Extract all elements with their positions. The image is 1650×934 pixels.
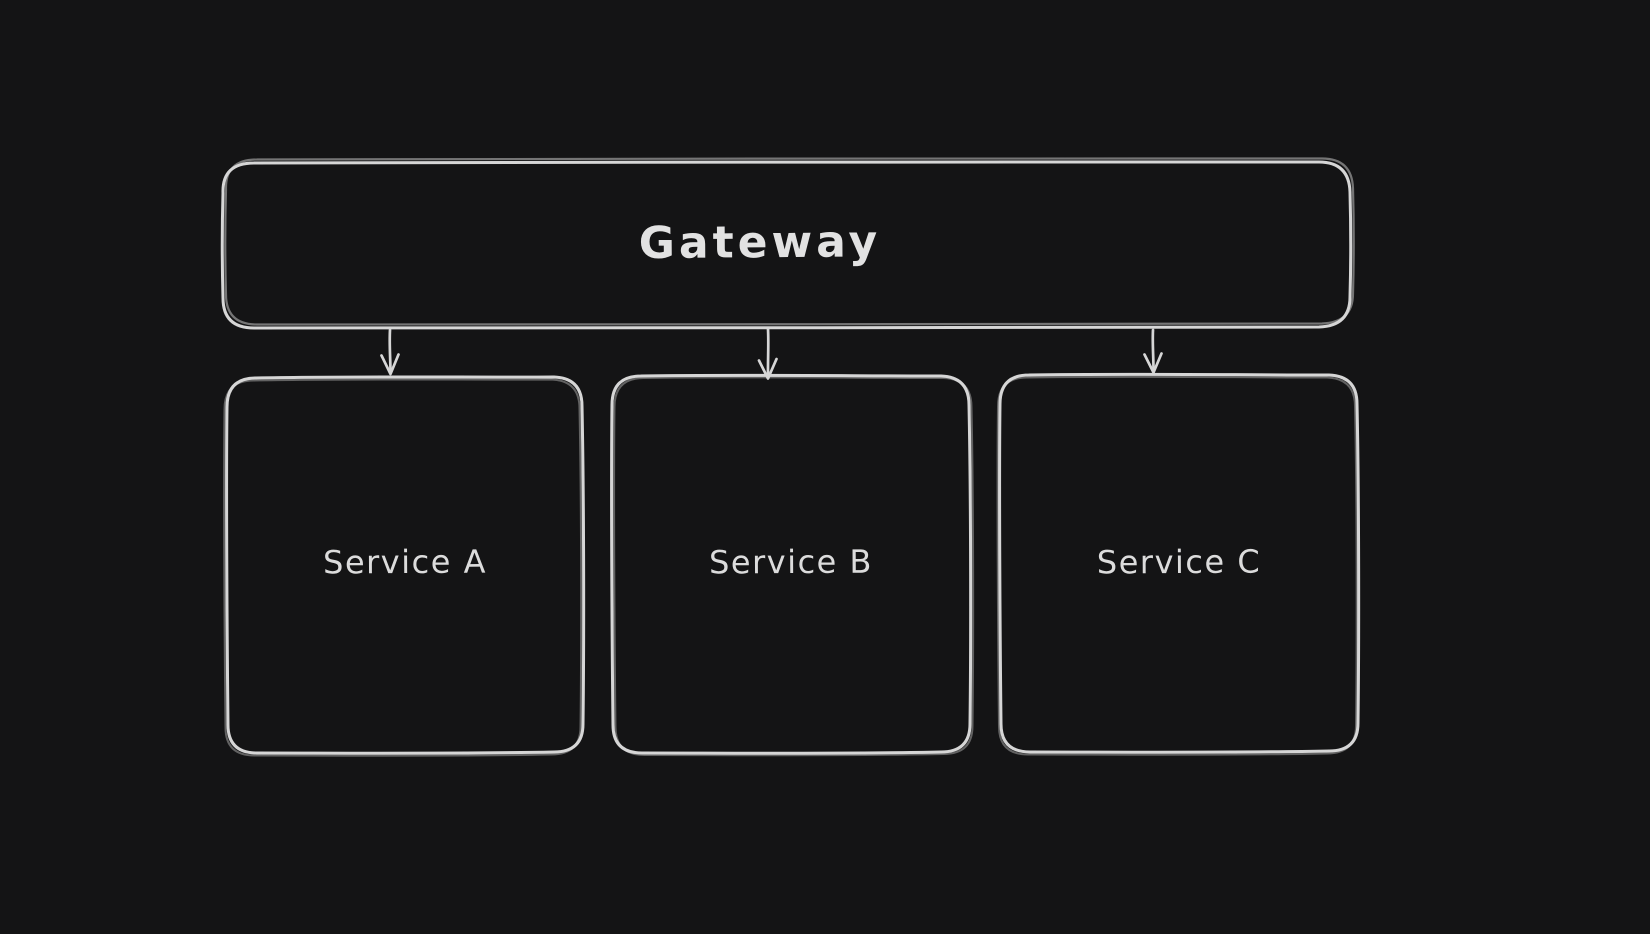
service-c-box-outline [998, 372, 1361, 754]
gateway-box [220, 157, 1356, 330]
arrow-gateway-to-service-c [1143, 328, 1163, 374]
service-a-box-outline [225, 375, 586, 755]
arrow-gateway-to-service-a [380, 328, 400, 376]
service-c-box [996, 372, 1361, 757]
arrow-b-head [757, 357, 778, 380]
service-b-box [610, 373, 975, 757]
service-a-box [222, 375, 586, 758]
arrow-c-shaft [1151, 328, 1155, 371]
service-b-box-overstroke [612, 375, 975, 757]
arrow-a-shaft [388, 328, 392, 373]
gateway-box-overstroke [223, 157, 1356, 326]
arrow-gateway-to-service-b [757, 327, 778, 380]
arrow-c-head [1143, 352, 1163, 374]
service-a-box-overstroke [222, 377, 583, 758]
service-c-box-overstroke [996, 375, 1359, 757]
gateway-box-outline [220, 160, 1353, 330]
service-b-box-outline [610, 373, 973, 755]
arrow-a-head [380, 353, 400, 376]
